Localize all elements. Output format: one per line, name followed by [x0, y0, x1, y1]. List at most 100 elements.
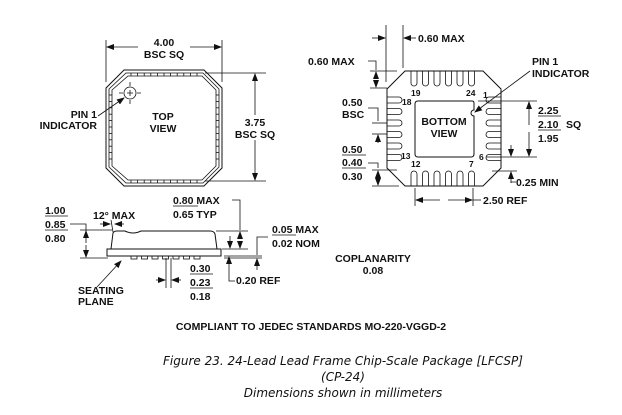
height-leader: [70, 223, 87, 231]
pad-nom: 2.10: [538, 119, 559, 131]
pin-number-24: 24: [466, 88, 476, 98]
pin1-crosshair-icon: [119, 82, 141, 104]
lead-right: [485, 119, 501, 127]
body-leader: [232, 199, 241, 230]
lead-left: [387, 96, 403, 104]
standoff-max-label: 0.05 MAX: [272, 224, 319, 236]
lead-left: [387, 131, 403, 138]
bottom-pin1-label-1: PIN 1: [532, 56, 558, 68]
lead-len-top-label: 0.60 MAX: [418, 33, 465, 45]
lead-right: [485, 131, 501, 138]
bottom-view-leads: [387, 71, 501, 186]
lead-bottom: [433, 170, 441, 186]
frame-leader: [228, 275, 235, 282]
side-view: 1.00 0.85 0.80 12° MAX 0.80 MAX 0.65 TYP…: [45, 195, 411, 308]
side-view-leads: [130, 255, 201, 260]
lead-bottom: [445, 170, 452, 186]
side-lead: [183, 255, 190, 260]
seating-label-1: SEATING: [78, 285, 124, 297]
lead-right: [485, 96, 501, 104]
height-min-label: 0.80: [45, 233, 66, 245]
lead-w-min: 0.18: [190, 291, 211, 303]
pin-number-19: 19: [411, 88, 421, 98]
pitch-label: 0.50: [342, 97, 363, 109]
pin-number-12: 12: [411, 159, 421, 169]
lead-left: [387, 142, 403, 150]
height-dim-sub: BSC SQ: [235, 129, 275, 141]
lead-top: [433, 71, 441, 87]
lead-bottom: [410, 170, 418, 186]
lead-top: [468, 71, 475, 87]
pitch-leader: [368, 107, 379, 121]
side-lead: [193, 255, 201, 260]
body-typ-label: 0.65 TYP: [173, 209, 217, 221]
side-lead: [130, 255, 138, 260]
top-pin1-label-2: INDICATOR: [40, 120, 98, 132]
lead-right: [485, 142, 501, 150]
lead-len-min: 0.30: [342, 171, 363, 183]
top-view-title-2: VIEW: [150, 123, 177, 135]
lead-w-nom: 0.23: [190, 277, 211, 289]
gap-label: 0.25 MIN: [516, 177, 559, 189]
top-view-lead-ticks: [109, 73, 219, 183]
pin-number-1: 1: [483, 90, 488, 100]
seating-label-2: PLANE: [78, 296, 114, 308]
top-view-body-outer: [105, 69, 223, 187]
gap-leader: [510, 181, 516, 183]
lead-len-leader: [368, 162, 379, 168]
top-view-body-inner: [108, 72, 220, 184]
frame-thk-label: 0.20 REF: [236, 275, 281, 287]
side-lead: [172, 255, 180, 260]
lead-len-left-leader: [368, 60, 377, 70]
lead-right: [485, 154, 501, 161]
pad-min: 1.95: [538, 133, 559, 145]
body-max-label: 0.80 MAX: [173, 195, 220, 207]
standoff-leader: [256, 236, 268, 255]
pin1-indicator-circle: [123, 86, 137, 100]
lead-bottom: [456, 170, 464, 186]
pin-number-6: 6: [479, 152, 484, 162]
lead-top: [456, 71, 464, 87]
pin-number-13: 13: [401, 151, 411, 161]
bottom-view-body: [386, 70, 502, 187]
exposed-pad: [414, 100, 475, 158]
angle-ext: [110, 219, 114, 233]
width-dim-sub: BSC SQ: [144, 49, 184, 61]
side-view-frame: [106, 248, 222, 257]
side-view-mold-body: [110, 230, 218, 250]
figure-caption-line3: Dimensions shown in millimeters: [244, 386, 442, 400]
lead-top: [410, 71, 418, 87]
span-label: 2.50 REF: [483, 195, 528, 207]
bottom-pin1-label-2: INDICATOR: [532, 68, 590, 80]
lead-right: [485, 108, 501, 115]
width-dim-value: 4.00: [154, 37, 175, 49]
lead-top: [445, 71, 452, 87]
lead-left: [387, 108, 403, 115]
standoff-nom-label: 0.02 NOM: [272, 238, 320, 250]
top-view: TOP VIEW PIN 1 INDICATOR 4.00 BSC SQ 3.7…: [40, 37, 275, 187]
height-nom-label: 0.85: [45, 219, 66, 231]
side-lead: [141, 255, 148, 260]
lead-len-left-label: 0.60 MAX: [308, 56, 355, 68]
angle-label: 12° MAX: [93, 210, 135, 222]
pin-number-7: 7: [469, 159, 474, 169]
lead-left: [387, 154, 403, 161]
lead-bottom: [468, 170, 475, 186]
seating-leader: [96, 260, 122, 288]
lead-len-nom: 0.40: [342, 157, 363, 169]
pad-max: 2.25: [538, 105, 559, 117]
lead-len-max: 0.50: [342, 144, 363, 156]
side-lead: [151, 255, 159, 260]
pin-number-18: 18: [402, 97, 412, 107]
coplanarity-label: COPLANARITY: [335, 253, 411, 265]
bottom-pin1-leader: [474, 70, 531, 113]
figure-caption-line2: (CP-24): [321, 370, 365, 384]
pad-sq: SQ: [566, 119, 581, 131]
top-view-body-inner2: [111, 75, 217, 181]
figure-caption-line1: Figure 23. 24-Lead Lead Frame Chip-Scale…: [163, 354, 523, 368]
compliance-note: COMPLIANT TO JEDEC STANDARDS MO-220-VGGD…: [176, 321, 446, 333]
lead-w-max: 0.30: [190, 263, 211, 275]
bottom-view-title-1: BOTTOM: [421, 116, 467, 128]
bottom-view-title-2: VIEW: [431, 128, 458, 140]
